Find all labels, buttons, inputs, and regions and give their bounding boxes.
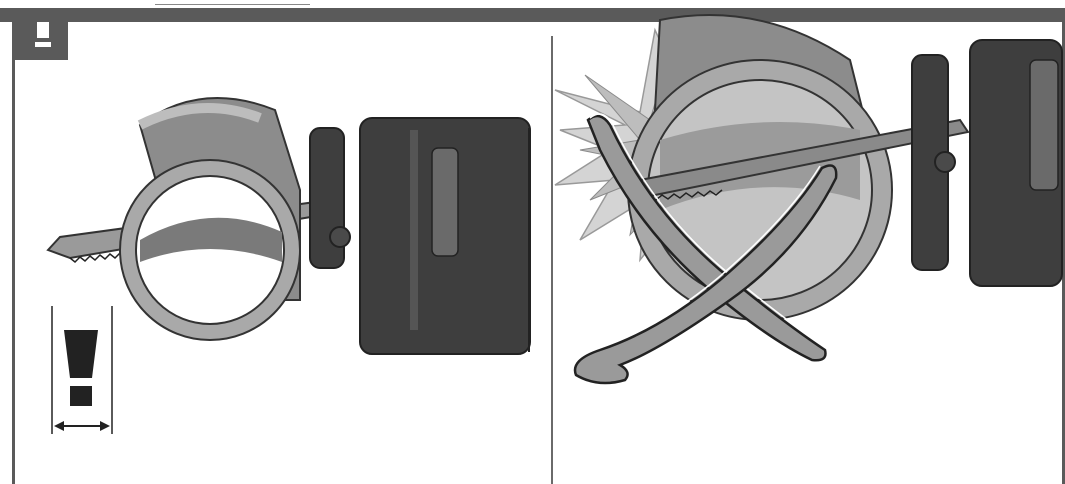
- cross-out-icon: [573, 113, 838, 385]
- frame-right-border: [1062, 20, 1065, 484]
- header-bar: [0, 8, 1065, 22]
- warning-marker-icon: [35, 22, 51, 47]
- warning-tab: [12, 12, 68, 60]
- frame-left-border: [12, 20, 15, 484]
- pipe-icon: [119, 97, 301, 341]
- top-line: [155, 0, 310, 5]
- reciprocating-saw-icon: [911, 39, 1063, 287]
- reciprocating-saw-icon: [309, 117, 531, 355]
- panel-divider: [551, 36, 553, 484]
- exclamation-warning-icon: [64, 330, 98, 406]
- width-arrow-icon: [51, 306, 113, 434]
